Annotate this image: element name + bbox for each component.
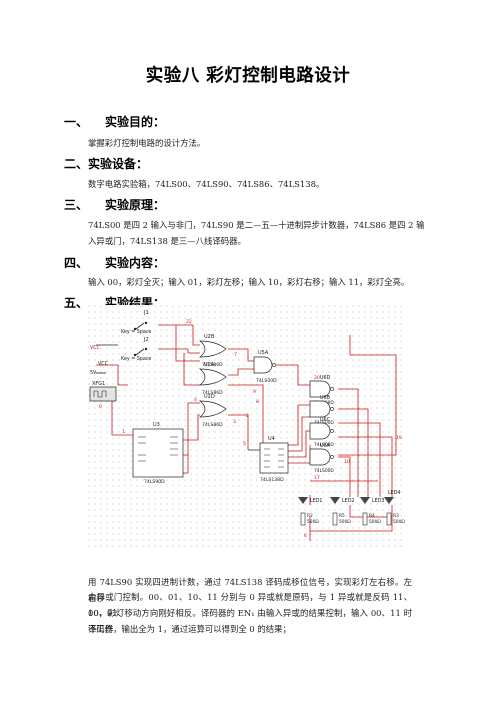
gate-u5a-label: U5A [258, 350, 269, 356]
gate-u5a: U5A 74LS00D [253, 350, 277, 384]
gate-u6c-part: 74LS00D [314, 442, 334, 448]
wire-label: 22 [186, 319, 192, 325]
res-4-value: 500Ω [393, 519, 405, 525]
led-1: LED1 R2 500Ω [298, 497, 322, 526]
gate-u6c-label: U6C [320, 417, 331, 423]
switch-j1-key: Key = Space [121, 329, 151, 335]
section-number: 一、 [64, 115, 89, 129]
gate-u2d-part: 74LS86D [202, 422, 223, 428]
led-2: LED2 R5 500Ω [330, 497, 354, 526]
section-body-principle-line2: 入异或门，74LS138 是三—八线译码器。 [88, 236, 246, 246]
wire-label: 8 [256, 399, 259, 405]
gate-u2a-label: U2A [204, 362, 215, 368]
res-4-name: R3 [393, 513, 399, 519]
section-number: 二、 [64, 157, 89, 171]
section-number: 四、 [64, 256, 89, 270]
gate-u6b-label: U6B [320, 395, 330, 401]
counter-part: 74LS90D [144, 479, 165, 485]
gate-u6a-part: 74LS00D [314, 468, 334, 474]
wires [96, 324, 397, 541]
section-number: 三、 [64, 198, 89, 212]
led-2-label: LED2 [342, 498, 354, 504]
section-title: 实验目的： [105, 115, 166, 129]
switch-j1: J1 Key = Space [121, 310, 151, 335]
wire-label: 7 [234, 352, 237, 358]
gate-u6c: U6C 74LS00D [309, 417, 334, 448]
res-1-value: 500Ω [307, 519, 319, 525]
res-3-name: R4 [369, 513, 375, 519]
circuit-schematic: J1 Key = Space J2 Key = Space VCC VCC 5V… [88, 305, 406, 548]
led-1-label: LED1 [310, 498, 322, 504]
section-heading-equipment: 二、实验设备： [64, 155, 148, 172]
led-row: LED1 R2 500Ω LED2 R5 500Ω LED3 R4 500Ω [298, 490, 405, 526]
section-heading-purpose: 一、 实验目的： [64, 113, 165, 130]
gate-u6a: U6A 74LS00D [309, 443, 334, 474]
section-title: 实验内容： [105, 256, 166, 270]
wire-label: 1 [122, 429, 125, 435]
clock-generator: XFG1 [89, 381, 117, 402]
gate-u2a: U2A 74LS86D [199, 362, 227, 396]
caption-line-4: 不工作，输出全为 1，通过运算可以得到全 0 的结果； [88, 624, 291, 634]
section-heading-content: 四、 实验内容： [64, 254, 165, 271]
vcc-value: 5V [90, 370, 97, 376]
section-heading-principle: 三、 实验原理： [64, 196, 165, 213]
led-4-label: LED4 [388, 490, 400, 496]
wire-label: 9 [253, 389, 256, 395]
wire-label: 2 [246, 413, 249, 419]
gate-u2d-label: U2D [204, 394, 215, 400]
switch-j1-label: J1 [143, 310, 149, 316]
wire-label: 0 [99, 404, 102, 410]
counter-label: U3 [153, 422, 160, 428]
decoder-part: 74LS138D [260, 477, 284, 483]
wire-label: 6 [304, 533, 307, 539]
section-title: 实验原理： [105, 198, 166, 212]
wire-label: 3 [233, 419, 236, 425]
led-3-label: LED3 [372, 498, 384, 504]
gate-u2a-part: 74LS86D [202, 390, 223, 396]
wire-label: 5 [243, 441, 246, 447]
section-body-principle-line1: 74LS00 是四 2 输入与非门，74LS90 是二—五—十进制异步计数器，7… [88, 220, 425, 230]
gate-u2b-part: 74LS86D [202, 362, 223, 368]
wire-label: 20 [314, 375, 320, 381]
gate-u6a-label: U6A [320, 443, 331, 449]
page-title: 实验八 彩灯控制电路设计 [145, 66, 351, 86]
res-1-name: R2 [307, 513, 313, 519]
led-4: LED4 R3 500Ω [384, 490, 405, 526]
switch-j2: J2 Key = Space [121, 337, 151, 362]
wire-labels: 22 7 9 4 3 8 5 2 0 1 20 10 17 19 6 [99, 319, 402, 539]
section-body-content: 输入 00，彩灯全灭；输入 01，彩灯左移；输入 10，彩灯右移；输入 11，彩… [88, 277, 410, 287]
wire-label: 17 [314, 475, 320, 481]
res-3-value: 500Ω [369, 519, 381, 525]
led-3: LED3 R4 500Ω [360, 497, 384, 526]
switch-j2-label: J2 [143, 337, 149, 343]
section-title: 实验设备： [88, 157, 149, 171]
vcc-label-1: VCC [90, 345, 101, 351]
section-body-purpose: 掌握彩灯控制电路的设计方法。 [88, 138, 206, 148]
gate-u5a-part: 74LS00D [256, 378, 277, 384]
caption-line-3: 00，彩灯移动方向刚好相反。译码器的 EN₁ 由输入异或的结果控制，输入 00、… [88, 608, 412, 634]
wire-label: 4 [194, 397, 197, 403]
switch-j2-key: Key = Space [121, 356, 151, 362]
wire-label: 10 [344, 459, 350, 465]
caption-line-1: 用 74LS90 实现四进制计数，通过 74LS138 译码成移位信号，实现彩灯… [88, 577, 412, 603]
caption-line-2: 由异或门控制。00、01、10、11 分别与 0 异或就是原码，与 1 异或就是… [88, 592, 412, 618]
clock-label: XFG1 [92, 381, 105, 387]
counter-chip: U3 74LS90D [132, 422, 184, 485]
decoder-chip: U4 74LS138D [259, 436, 289, 483]
gate-u2b: U2B 74LS86D [199, 334, 227, 368]
res-2-name: R5 [339, 513, 345, 519]
res-2-value: 500Ω [339, 519, 351, 525]
gate-u2b-label: U2B [204, 334, 215, 340]
decoder-label: U4 [268, 436, 275, 442]
section-number: 五、 [64, 296, 89, 310]
gate-u6d-label: U6D [320, 375, 331, 381]
section-body-equipment: 数字电路实验箱，74LS00、74LS90、74LS86、74LS138。 [88, 179, 325, 189]
schematic-svg: J1 Key = Space J2 Key = Space VCC VCC 5V… [88, 305, 406, 548]
vcc-label-2: VCC [98, 361, 109, 367]
wire-label: 19 [396, 435, 402, 441]
gate-u2d: U2D 74LS86D [199, 394, 227, 428]
